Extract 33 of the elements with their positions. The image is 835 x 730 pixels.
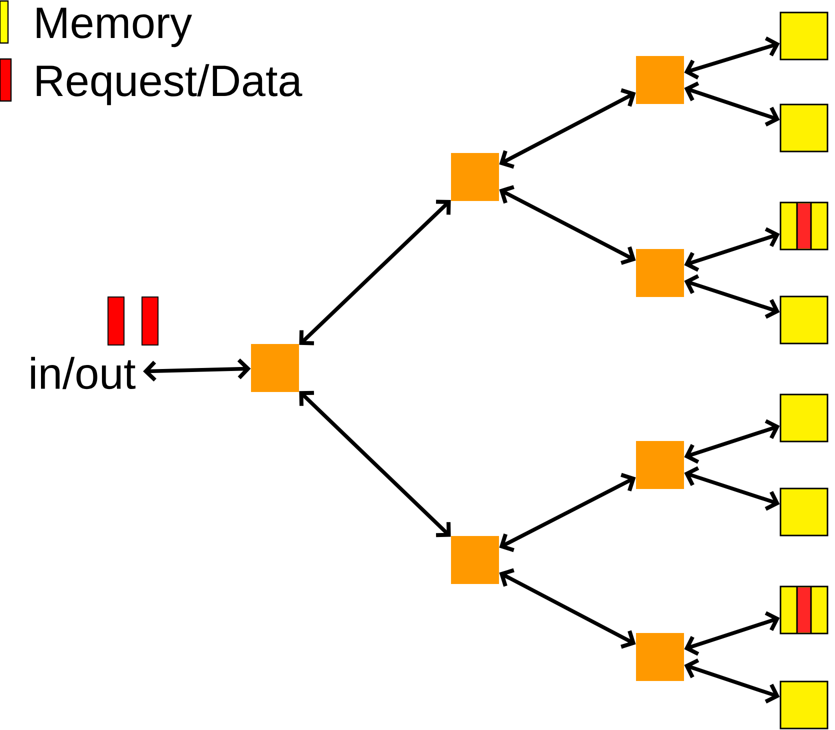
switch-node xyxy=(451,152,499,201)
switch-node xyxy=(636,56,684,104)
memory-block xyxy=(780,488,828,536)
double-arrow xyxy=(684,227,780,272)
switch-node xyxy=(636,249,684,297)
switch-node xyxy=(636,440,684,489)
double-arrow xyxy=(684,419,780,464)
double-arrow xyxy=(684,611,780,656)
switch-node xyxy=(251,344,299,392)
double-arrow xyxy=(684,274,780,319)
legend-label: Memory xyxy=(36,8,192,48)
double-arrow xyxy=(684,81,780,126)
legend-label: Request/Data xyxy=(36,64,302,106)
double-arrow xyxy=(684,466,780,511)
memory-block xyxy=(780,104,828,152)
double-arrow xyxy=(499,472,636,552)
double-arrow xyxy=(684,658,780,704)
double-arrow xyxy=(499,185,636,265)
memory-block xyxy=(780,680,828,730)
double-arrow xyxy=(299,390,451,538)
memory-block xyxy=(780,296,828,344)
memory-block xyxy=(780,12,828,60)
switch-node xyxy=(451,536,499,584)
double-arrow xyxy=(143,358,251,382)
double-arrow xyxy=(684,36,780,80)
memory-block xyxy=(780,394,828,442)
double-arrow xyxy=(499,568,636,649)
busy-memory-block xyxy=(780,586,828,634)
double-arrow xyxy=(499,88,636,169)
in-out-label: in/out xyxy=(31,356,136,390)
busy-memory-block xyxy=(780,202,828,250)
switch-node xyxy=(636,632,684,681)
double-arrow xyxy=(299,200,451,346)
